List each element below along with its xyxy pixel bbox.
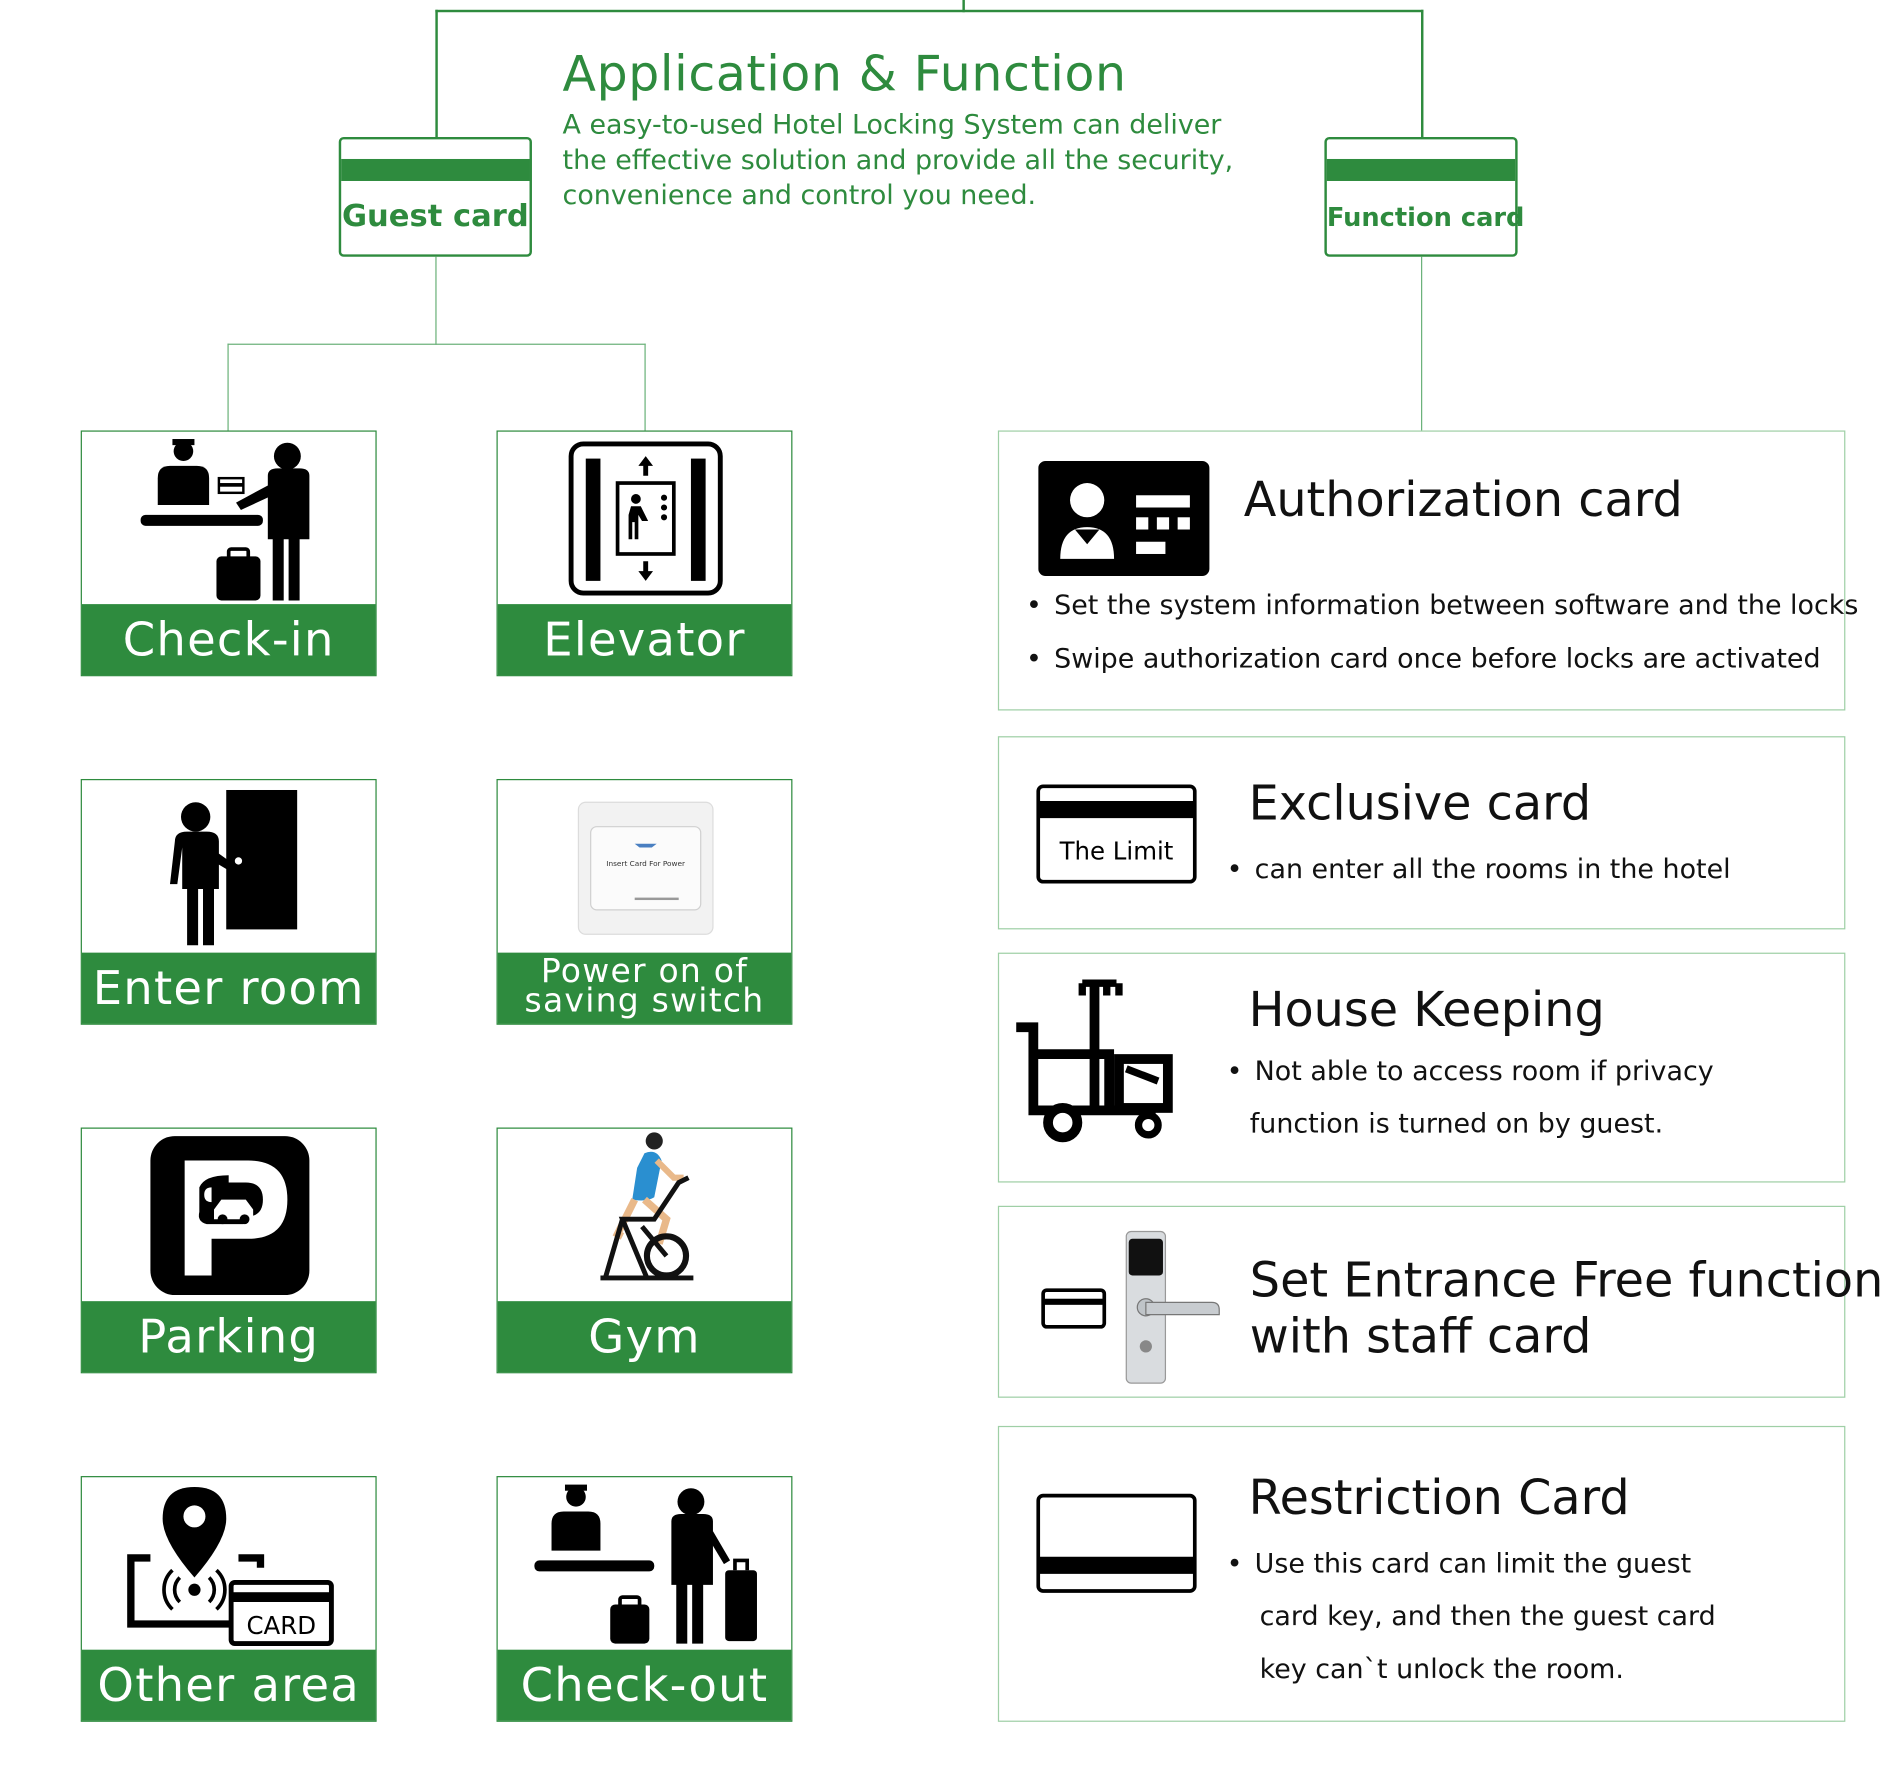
function-card-node: Function card bbox=[1324, 136, 1525, 257]
function-title-line: with staff card bbox=[1249, 1309, 1592, 1365]
door-lock-icon bbox=[1041, 1229, 1224, 1386]
elevator-icon bbox=[498, 432, 791, 606]
tile-parking: Parking bbox=[80, 1127, 377, 1374]
enter-room-icon bbox=[82, 780, 375, 954]
card-stripe bbox=[1326, 158, 1516, 181]
tile-label: Enter room bbox=[81, 952, 376, 1024]
function-title: Authorization card bbox=[1243, 473, 1683, 529]
power-switch-icon: Insert Card For Power bbox=[498, 780, 791, 954]
tile-label: Parking bbox=[81, 1301, 376, 1373]
connector-top-stub bbox=[962, 0, 965, 13]
tile-label: Check-in bbox=[81, 604, 376, 676]
switch-caption: Insert Card For Power bbox=[606, 859, 686, 868]
tile-gym: Gym bbox=[496, 1127, 793, 1374]
function-exclusive-card: The Limit Exclusive card can enter all t… bbox=[997, 736, 1846, 930]
connector-left-drop bbox=[435, 9, 438, 139]
function-card-label: Function card bbox=[1326, 203, 1525, 233]
page-title: Application & Function bbox=[562, 46, 1127, 103]
connector-guest-down bbox=[435, 256, 437, 345]
connector-guest-bar bbox=[227, 343, 646, 345]
function-bullet: Set the system information between softw… bbox=[1026, 591, 1858, 622]
function-title: House Keeping bbox=[1248, 983, 1605, 1039]
tile-label-line: saving switch bbox=[524, 981, 765, 1020]
tile-label: Elevator bbox=[497, 604, 792, 676]
tile-enter-room: Enter room bbox=[80, 778, 377, 1025]
function-bullet: Use this card can limit the guest bbox=[1227, 1549, 1692, 1580]
function-line: function is turned on by guest. bbox=[1249, 1109, 1664, 1140]
function-title-line: Set Entrance Free function bbox=[1249, 1253, 1884, 1309]
guest-card-label: Guest card bbox=[341, 198, 529, 234]
connector-guest-right bbox=[644, 343, 646, 432]
tile-label: Power on of saving switch bbox=[497, 952, 792, 1024]
exclusive-card-text: The Limit bbox=[1059, 837, 1174, 866]
function-bullet: Not able to access room if privacy bbox=[1227, 1057, 1714, 1088]
exclusive-card-icon: The Limit bbox=[1036, 784, 1197, 884]
intro-line: A easy-to-used Hotel Locking System can … bbox=[562, 110, 1222, 141]
check-out-icon bbox=[498, 1477, 791, 1651]
tile-power-switch: Insert Card For Power Power on of saving… bbox=[496, 778, 793, 1025]
function-entrance-free: Set Entrance Free function with staff ca… bbox=[997, 1205, 1883, 1398]
function-line: key can`t unlock the room. bbox=[1259, 1654, 1624, 1686]
function-restriction-card: Restriction Card Use this card can limit… bbox=[997, 1425, 1846, 1722]
function-bullet: can enter all the rooms in the hotel bbox=[1227, 855, 1731, 886]
connector-top-bar bbox=[435, 9, 1424, 13]
housekeeping-cart-icon bbox=[1014, 978, 1185, 1149]
tile-label: Check-out bbox=[497, 1649, 792, 1721]
tile-label: Other area bbox=[81, 1649, 376, 1721]
function-house-keeping: House Keeping Not able to access room if… bbox=[997, 952, 1846, 1183]
card-icon-text: CARD bbox=[246, 1611, 316, 1640]
tile-elevator: Elevator bbox=[496, 430, 793, 677]
gym-icon bbox=[498, 1129, 791, 1303]
guest-card-node: Guest card bbox=[338, 136, 532, 257]
function-bullet: Swipe authorization card once before loc… bbox=[1026, 644, 1820, 675]
function-title: Set Entrance Free function with staff ca… bbox=[1250, 1253, 1884, 1366]
tile-label-line: Power on of bbox=[540, 952, 749, 991]
restriction-card-icon bbox=[1036, 1493, 1197, 1593]
connector-right-drop bbox=[1421, 9, 1424, 139]
parking-icon bbox=[82, 1129, 375, 1303]
function-authorization-card: Authorization card Set the system inform… bbox=[997, 430, 1858, 711]
function-title: Restriction Card bbox=[1248, 1471, 1630, 1527]
intro-line: the effective solution and provide all t… bbox=[562, 145, 1234, 177]
connector-function-down bbox=[1421, 256, 1423, 432]
function-title: Exclusive card bbox=[1248, 776, 1592, 832]
authorization-card-icon bbox=[1038, 461, 1210, 576]
other-area-icon: CARD bbox=[82, 1477, 375, 1651]
intro-line: convenience and control you need. bbox=[562, 180, 1037, 212]
check-in-icon bbox=[82, 432, 375, 606]
intro-text: A easy-to-used Hotel Locking System can … bbox=[563, 108, 1297, 214]
tile-label: Gym bbox=[497, 1301, 792, 1373]
tile-check-in: Check-in bbox=[80, 430, 377, 677]
card-stripe bbox=[341, 158, 530, 181]
connector-guest-left bbox=[227, 343, 229, 432]
function-line: card key, and then the guest card bbox=[1259, 1601, 1716, 1633]
tile-other-area: CARD Other area bbox=[80, 1476, 377, 1722]
tile-check-out: Check-out bbox=[496, 1476, 793, 1722]
